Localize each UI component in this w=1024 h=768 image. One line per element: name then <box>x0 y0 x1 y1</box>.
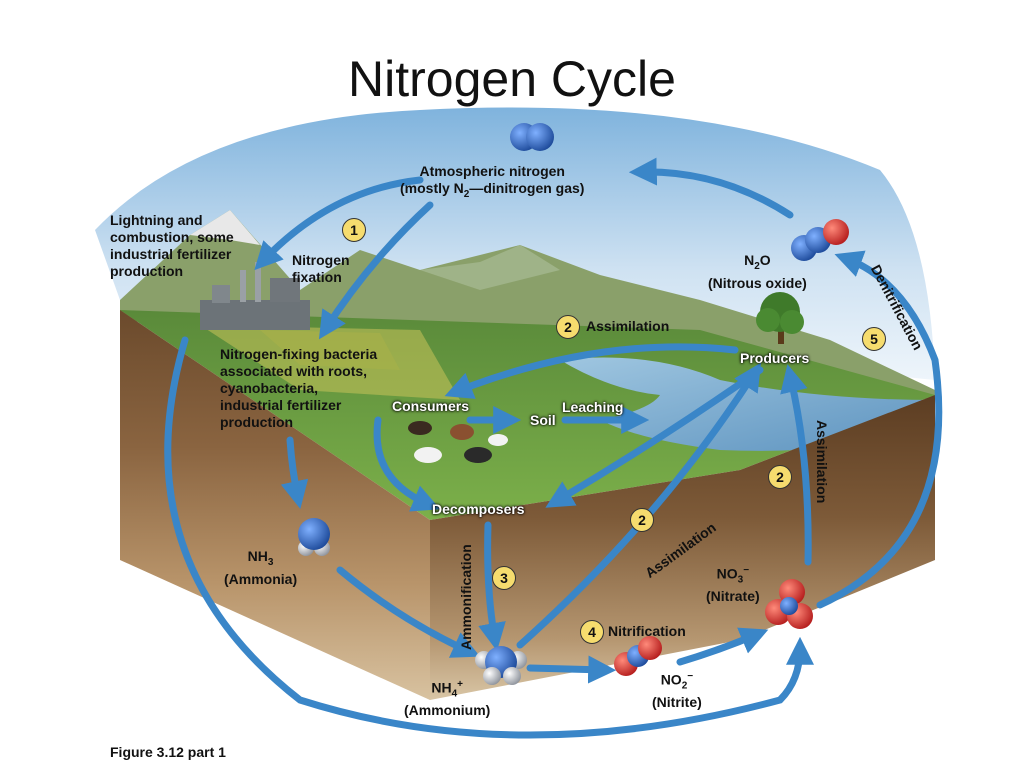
arrow-nitrate-to-producers <box>780 364 812 566</box>
n2o-sub: 2 <box>754 260 760 272</box>
nh3-sub: 3 <box>267 556 274 568</box>
nh3-text: NH <box>247 548 268 564</box>
arrow-producers-to-consumers <box>444 343 739 399</box>
atmospheric-text: (mostly N <box>400 180 464 196</box>
arrow-nitrite-to-nitrate <box>676 627 769 666</box>
arrow-nh3-to-nh4 <box>336 566 481 658</box>
nh4-label: NH4+ (Ammonium) <box>404 676 490 719</box>
n2-molecule-icon <box>510 123 554 151</box>
page-title: Nitrogen Cycle <box>348 51 676 107</box>
no2-sup: − <box>687 671 694 682</box>
step-badge-2-mid: 2 <box>630 508 654 532</box>
step-badge-3: 3 <box>492 566 516 590</box>
leaching-label: Leaching <box>562 399 624 415</box>
no3-sub: 3 <box>737 574 744 586</box>
no3-text: NO <box>716 565 738 582</box>
tree <box>756 292 804 344</box>
nitrate-text: (Nitrate) <box>706 588 760 605</box>
n2o-end: O <box>759 252 771 268</box>
factory <box>200 262 310 330</box>
arrow-consumers-to-decomposers <box>373 416 441 512</box>
arrow-decomposers-to-nh4 <box>478 521 506 652</box>
atmospheric-sub: 2 <box>463 188 470 200</box>
fixing-bacteria-label: Nitrogen-fixing bacteria associated with… <box>220 346 378 430</box>
arrow-nh4-to-nitrite <box>526 655 617 684</box>
step-badge-1: 1 <box>342 218 366 242</box>
assimilation-right-label: Assimilation <box>814 420 830 504</box>
nh4-molecule-icon <box>475 646 527 685</box>
nh4-sub: 4 <box>451 688 458 700</box>
nh4-sup: + <box>457 679 463 690</box>
no2-sub: 2 <box>681 680 688 692</box>
lightning-label: Lightning and combustion, some industria… <box>110 212 234 279</box>
atmospheric-line1: Atmospheric nitrogen <box>419 163 565 179</box>
arrows <box>164 157 943 739</box>
nitrite-text: (Nitrite) <box>652 694 702 711</box>
nh3-label: NH3 (Ammonia) <box>224 548 297 588</box>
nh4-text: NH <box>431 679 452 696</box>
cows <box>408 421 508 463</box>
ammonia-text: (Ammonia) <box>224 570 298 587</box>
arrow-atm-to-lightning <box>254 176 424 271</box>
no2-molecule-icon <box>614 636 662 676</box>
figure-caption: Figure 3.12 part 1 <box>110 744 226 760</box>
soil-front <box>120 310 430 700</box>
decomposers-label: Decomposers <box>432 501 525 517</box>
consumers-label: Consumers <box>392 398 470 414</box>
ammonification-label: Ammonification <box>458 544 474 650</box>
atmospheric-line2: (mostly N2—dinitrogen gas) <box>400 180 584 203</box>
n2o-text: N <box>744 252 755 268</box>
step-badge-2-right: 2 <box>768 465 792 489</box>
arrow-left-loop <box>164 336 814 739</box>
arrow-nitrate-to-n2o <box>816 250 943 609</box>
soil-right <box>430 395 935 700</box>
nh3-molecule-icon <box>298 518 330 556</box>
arrow-atm-to-fixing <box>318 201 434 340</box>
step-badge-5: 5 <box>862 327 886 351</box>
no2-label: NO2− (Nitrite) <box>652 668 702 711</box>
river <box>560 357 935 451</box>
assimilation-top-label: Assimilation <box>586 318 670 334</box>
no3-molecule-icon <box>765 579 813 629</box>
atmospheric-end: —dinitrogen gas) <box>469 180 585 196</box>
arrow-fixing-to-nh3 <box>280 436 309 509</box>
atmospheric-nitrogen-label: Atmospheric nitrogen (mostly N2—dinitrog… <box>400 163 584 203</box>
ammonium-text: (Ammonium) <box>404 702 491 719</box>
nitrogen-fixation-label: Nitrogen fixation <box>292 252 350 285</box>
nitrification-label: Nitrification <box>608 623 686 639</box>
step-badge-2-top: 2 <box>556 315 580 339</box>
n2o-molecule-icon <box>791 219 849 261</box>
arrow-n2o-to-atm <box>628 157 794 219</box>
soil-label: Soil <box>530 412 556 428</box>
nitrous-oxide-text: (Nitrous oxide) <box>708 274 807 291</box>
step-badge-4: 4 <box>580 620 604 644</box>
no3-sup: − <box>743 565 750 576</box>
no2-text: NO <box>660 671 682 688</box>
producers-label: Producers <box>740 350 810 366</box>
n2o-label: N2O (Nitrous oxide) <box>708 252 807 292</box>
no3-label: NO3− (Nitrate) <box>706 562 760 605</box>
